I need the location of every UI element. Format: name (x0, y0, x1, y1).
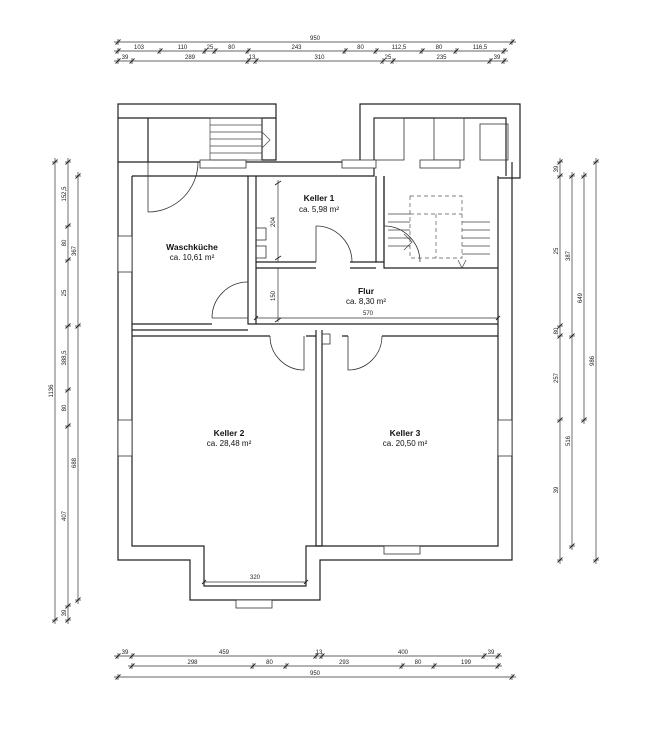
dimension-label: 243 (291, 45, 302, 51)
dimension-left-row2: 367 688 (72, 172, 81, 604)
dimension-label: 116,5 (473, 45, 488, 51)
dimension-label: 39 (62, 609, 68, 616)
room-area-flur: ca. 8,30 m² (346, 297, 386, 306)
dimension-label: 152,5 (62, 186, 68, 202)
dimension-bottom-total: 950 (114, 671, 516, 680)
staircase-right (388, 195, 490, 269)
dimension-label: 39 (122, 55, 129, 61)
dimension-label: 688 (72, 457, 78, 468)
dimension-label: 199 (461, 660, 472, 666)
staircase-upper-left (209, 117, 271, 161)
dimension-label: 112,5 (392, 45, 407, 51)
dimension-label: 298 (187, 660, 198, 666)
room-name-flur: Flur (358, 286, 375, 296)
dimension-label: 80 (436, 45, 443, 51)
dimension-label: 25 (554, 247, 560, 254)
dimension-label: 235 (436, 55, 447, 61)
dimension-top-row1: 103 110 25 80 243 80 112,5 80 116,5 (114, 45, 508, 54)
dimension-label: 950 (310, 36, 321, 42)
dimension-label: 13 (316, 650, 323, 656)
flur-width-label: 570 (363, 311, 374, 317)
dimension-label: 39 (554, 165, 560, 172)
dimension-label: 80 (62, 239, 68, 246)
dimension-label: 39 (122, 650, 129, 656)
dimension-label: 1136 (49, 384, 55, 398)
dimension-label: 80 (357, 45, 364, 51)
dimension-left-total: 1136 (49, 158, 58, 624)
room-name-waschkueche: Waschküche (166, 242, 218, 252)
dimension-bottom-row2: 298 80 293 80 199 (128, 660, 502, 669)
dimension-label: 367 (72, 245, 78, 256)
dimension-right-row1: 39 25 80 257 39 (554, 158, 563, 564)
dimension-left-row1: 152,5 80 25 388,5 80 407 39 (62, 158, 71, 624)
dimension-label: 13 (249, 55, 256, 61)
inner-dimension-lines (201, 180, 501, 585)
dimension-bottom-row1: 39 459 13 400 39 (114, 650, 502, 659)
dimension-label: 649 (578, 292, 584, 303)
dimension-label: 407 (62, 510, 68, 521)
dimension-label: 293 (339, 660, 350, 666)
dimension-label: 986 (590, 355, 596, 366)
dimension-label: 39 (554, 486, 560, 493)
outer-walls (117, 103, 521, 601)
dimension-label: 459 (219, 650, 230, 656)
dimension-label: 289 (185, 55, 196, 61)
dimension-label: 80 (266, 660, 273, 666)
dimension-label: 39 (494, 55, 501, 61)
dimension-top-total: 950 (114, 36, 516, 45)
dimension-label: 257 (554, 372, 560, 383)
keller1-width-label: 204 (271, 216, 277, 227)
dimension-label: 103 (134, 45, 145, 51)
windows (117, 159, 513, 609)
dimension-label: 400 (398, 650, 409, 656)
dimension-right-total: 986 (590, 158, 599, 564)
dimension-label: 39 (488, 650, 495, 656)
room-name-keller1: Keller 1 (304, 193, 335, 203)
dimension-label: 950 (310, 671, 321, 677)
keller2-width-label: 320 (250, 575, 261, 581)
room-area-keller1: ca. 5,98 m² (299, 205, 339, 214)
dimension-top-row2: 39 289 13 310 25 235 39 (114, 55, 508, 64)
inner-walls (132, 176, 498, 547)
room-name-keller3: Keller 3 (390, 428, 421, 438)
dimension-label: 25 (62, 289, 68, 296)
dimension-right-row2: 387 516 (566, 172, 575, 550)
dimension-label: 80 (554, 327, 560, 334)
dimension-label: 25 (207, 45, 214, 51)
dimension-label: 80 (62, 404, 68, 411)
flur-height-label: 150 (271, 290, 277, 301)
dimension-label: 388,5 (62, 350, 68, 366)
dimension-label: 80 (228, 45, 235, 51)
room-area-keller3: ca. 20,50 m² (383, 439, 428, 448)
dimension-label: 110 (178, 45, 188, 51)
dimension-label: 25 (385, 55, 392, 61)
dimension-label: 310 (314, 55, 325, 61)
room-name-keller2: Keller 2 (214, 428, 245, 438)
doors (147, 161, 421, 371)
dimension-label: 516 (566, 435, 572, 446)
dimension-label: 80 (415, 660, 422, 666)
dimension-label: 387 (566, 250, 572, 261)
dimension-right-row3: 649 (578, 172, 587, 424)
room-area-waschkueche: ca. 10,61 m² (170, 253, 215, 262)
room-area-keller2: ca. 28,48 m² (207, 439, 252, 448)
